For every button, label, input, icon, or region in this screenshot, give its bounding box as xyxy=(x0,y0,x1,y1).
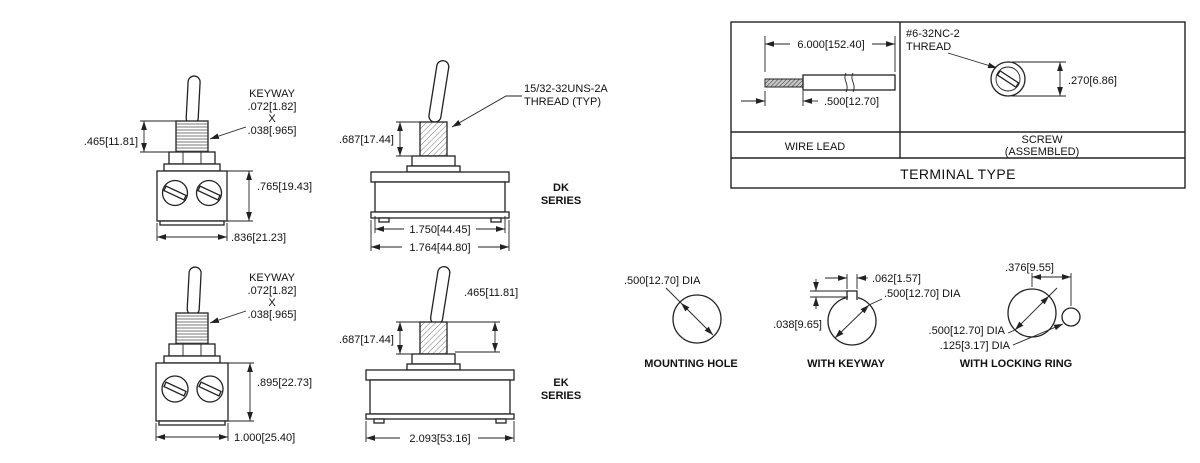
threaded-bushing xyxy=(419,121,448,157)
top-flange xyxy=(365,369,515,381)
bottom-flange xyxy=(370,211,510,219)
keyway-leader xyxy=(209,126,247,140)
break-mark xyxy=(844,72,848,93)
threaded-bushing xyxy=(175,120,209,153)
dim-locking-offset: .376[9.55] xyxy=(1005,262,1054,274)
screw-slot xyxy=(996,70,1020,88)
toggle-lever xyxy=(186,266,202,316)
dim-keyway-depth: .038[9.65] xyxy=(773,319,822,331)
threaded-bushing xyxy=(419,321,448,355)
dim-ek-body-width: 1.000[25.40] xyxy=(234,432,295,444)
dk-side-view: .465[11.81] KEYWAY .072[1.82] X .038[.96… xyxy=(84,75,312,244)
hex-nut xyxy=(411,155,456,167)
break-mark xyxy=(851,72,855,93)
keyway-notch xyxy=(846,290,858,300)
washer xyxy=(406,363,461,371)
wire-lead-drawing: 6.000[152.40] .500[12.70] xyxy=(741,36,896,108)
body-lip xyxy=(159,220,225,226)
hex-nut xyxy=(168,343,216,357)
dim-ek-outer-width: 2.093[53.16] xyxy=(409,433,470,445)
screw-thread-line1: #6-32NC-2 xyxy=(906,28,960,40)
keyway-x: X xyxy=(268,297,276,309)
screw-thread-line2: THREAD xyxy=(906,41,951,53)
body-lip xyxy=(158,420,226,426)
hex-nut xyxy=(168,151,216,165)
ek-series-code: EK xyxy=(553,377,568,389)
keyway-label: KEYWAY xyxy=(249,88,296,100)
bottom-flange xyxy=(365,413,515,420)
with-locking-ring-diagram: .376[9.55] .500[12.70] DIA .125[3.17] DI… xyxy=(929,262,1081,370)
keyway-height: .038[.965] xyxy=(248,309,297,321)
foot xyxy=(378,217,390,223)
dim-ring-dia: .125[3.17] DIA xyxy=(940,340,1011,352)
washer xyxy=(163,355,221,364)
dk-front-view: 15/32-32UNS-2A THREAD (TYP) .687[17.44] … xyxy=(339,60,608,254)
dk-series-word: SERIES xyxy=(541,195,581,207)
locking-ring-hole-circle xyxy=(1061,307,1081,327)
terminal-type-table: 6.000[152.40] .500[12.70] #6-32NC-2 THRE… xyxy=(730,21,1186,189)
stripped-conductor xyxy=(764,78,804,88)
dim-dk-bushing-height: .465[11.81] xyxy=(84,136,138,148)
with-keyway-caption: WITH KEYWAY xyxy=(807,358,885,370)
with-keyway-diagram: .062[1.57] .500[12.70] DIA .038[9.65] WI… xyxy=(773,273,961,370)
dk-series-code: DK xyxy=(553,182,569,194)
washer xyxy=(163,163,221,172)
dim-ek-body-height: .895[22.73] xyxy=(257,377,312,389)
toggle-lever xyxy=(428,60,450,123)
switch-body xyxy=(369,379,511,415)
screw-drawing: #6-32NC-2 THREAD .270[6.86] xyxy=(906,28,1117,97)
screw-label-line1: SCREW xyxy=(1022,134,1064,146)
thread-spec-line1: 15/32-32UNS-2A xyxy=(524,83,608,95)
dim-ek-front-bushing: .687[17.44] xyxy=(339,334,394,346)
dim-dk-body-height: .765[19.43] xyxy=(257,181,312,193)
mounting-hole-diagram: .500[12.70] DIA MOUNTING HOLE xyxy=(624,275,738,370)
dim-locking-dia: .500[12.70] DIA xyxy=(929,325,1006,337)
dim-wire-length: 6.000[152.40] xyxy=(797,39,864,51)
ek-side-view: KEYWAY .072[1.82] X .038[.965] .895[22.7… xyxy=(155,266,312,444)
hex-nut xyxy=(411,353,456,365)
top-flange xyxy=(370,171,510,183)
wire-lead-label: WIRE LEAD xyxy=(785,141,846,153)
keyway-width: .072[1.82] xyxy=(248,101,297,113)
mounting-hole-caption: MOUNTING HOLE xyxy=(644,358,738,370)
dim-keyway-dia: .500[12.70] DIA xyxy=(884,288,961,300)
table-title: TERMINAL TYPE xyxy=(900,166,1016,182)
wire-insulation xyxy=(802,74,896,91)
ek-series-word: SERIES xyxy=(541,390,581,402)
dim-mounting-dia: .500[12.70] DIA xyxy=(624,275,701,287)
screw-label-line2: (ASSEMBLED) xyxy=(1005,146,1080,158)
switch-body xyxy=(374,181,506,213)
with-locking-ring-caption: WITH LOCKING RING xyxy=(960,358,1072,370)
dim-dk-outer-width: 1.764[44.80] xyxy=(409,242,470,254)
thread-leader xyxy=(451,95,522,128)
toggle-lever xyxy=(429,265,451,325)
threaded-bushing xyxy=(175,312,209,345)
keyway-label: KEYWAY xyxy=(249,272,296,284)
ek-front-view: .465[11.81] .687[17.44] 2.093[53.16] EK … xyxy=(339,265,581,445)
dim-screw-head: .270[6.86] xyxy=(1068,75,1117,87)
foot xyxy=(495,418,507,424)
dim-keyway-width: .062[1.57] xyxy=(872,273,921,285)
keyway-leader xyxy=(209,310,247,324)
toggle-lever xyxy=(185,75,201,125)
keyway-height: .038[.965] xyxy=(248,125,297,137)
washer xyxy=(406,165,461,173)
dim-dk-inner-width: 1.750[44.45] xyxy=(409,224,470,236)
keyway-width: .072[1.82] xyxy=(248,285,297,297)
thread-spec-line2: THREAD (TYP) xyxy=(524,96,601,108)
screw-leader xyxy=(947,52,998,69)
dim-strip-length: .500[12.70] xyxy=(824,96,879,108)
keyway-x: X xyxy=(268,113,276,125)
dim-ek-stem: .465[11.81] xyxy=(464,287,518,299)
dim-dk-body-width: .836[21.23] xyxy=(231,232,286,244)
dim-dk-front-bushing: .687[17.44] xyxy=(339,134,394,146)
foot xyxy=(490,217,502,223)
foot xyxy=(373,418,385,424)
